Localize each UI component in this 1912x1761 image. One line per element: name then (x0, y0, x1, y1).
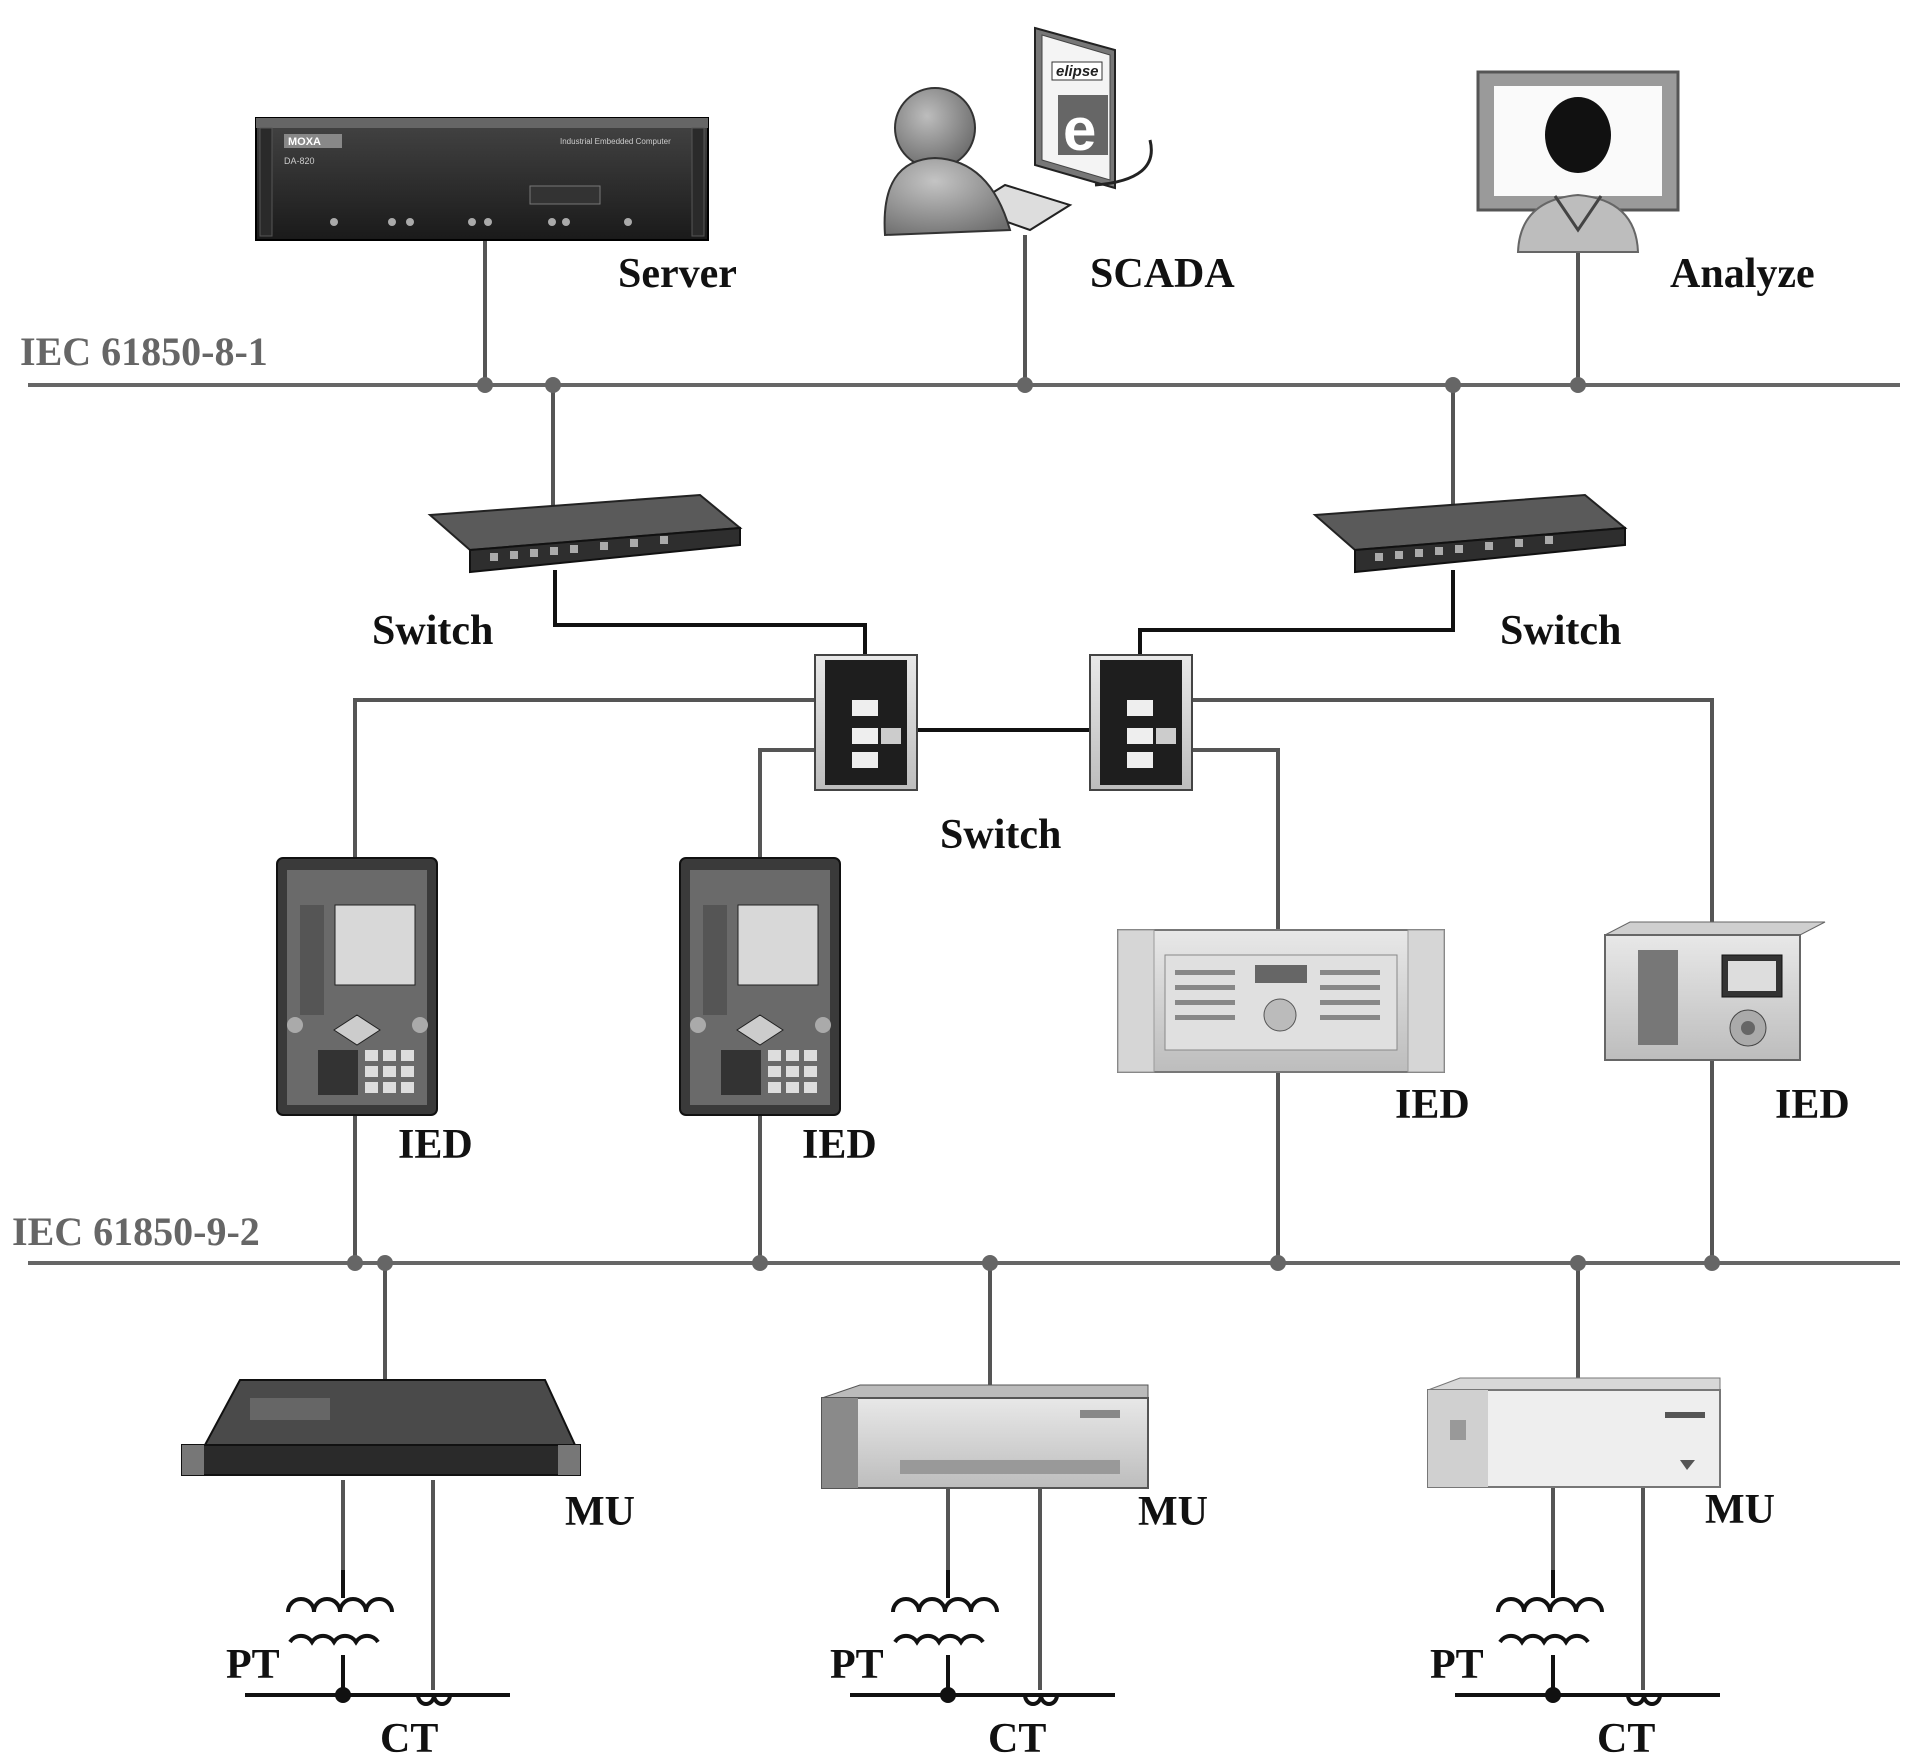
bus-iec-61850-8-1: IEC 61850-8-1 (20, 329, 1900, 387)
potential-transformer-icon (1496, 1570, 1604, 1695)
analyze-device: Analyze (1476, 70, 1815, 297)
pt-ct-group-3: PT CT (1430, 1570, 1720, 1761)
ied-2-device: IED (679, 857, 877, 1168)
ct-1-label: CT (380, 1716, 438, 1761)
protection-relay-icon (1117, 929, 1445, 1073)
ct-2-label: CT (988, 1716, 1046, 1761)
switch-left-label: Switch (372, 608, 493, 654)
connection-wires (341, 235, 1714, 1690)
potential-transformer-icon (891, 1570, 999, 1695)
protection-relay-icon (679, 857, 841, 1116)
scada-software-letter: e (1063, 96, 1096, 163)
potential-transformer-icon (286, 1570, 394, 1695)
network-switch-icon (814, 654, 918, 791)
rack-server-icon: MOXA DA-820 Industrial Embedded Computer (255, 117, 709, 241)
ied-1-label: IED (398, 1122, 473, 1168)
network-switch-icon (427, 493, 743, 574)
network-switch-icon (1089, 654, 1193, 791)
monitor-user-icon (1476, 70, 1680, 253)
switch-left-device: Switch (372, 493, 743, 654)
mu-1-device: MU (181, 1379, 635, 1535)
scada-software-name: elipse (1056, 63, 1099, 80)
protection-relay-icon (276, 857, 438, 1116)
mu-2-label: MU (1138, 1489, 1208, 1535)
switch-center-label: Switch (940, 812, 1061, 858)
scada-label: SCADA (1090, 251, 1235, 297)
pt-ct-group-1: PT CT (226, 1570, 510, 1761)
ied-3-device: IED (1117, 929, 1470, 1128)
server-model: DA-820 (284, 156, 315, 166)
mu-1-label: MU (565, 1489, 635, 1535)
bus-top-label: IEC 61850-8-1 (20, 329, 268, 374)
pt-1-label: PT (226, 1642, 280, 1688)
server-caption: Industrial Embedded Computer (560, 137, 671, 146)
current-transformer-icon (416, 1694, 452, 1706)
scada-device: elipse e SCADA (883, 26, 1235, 297)
mu-3-device: MU (1427, 1377, 1775, 1533)
server-brand: MOXA (288, 136, 321, 148)
mu-3-label: MU (1705, 1487, 1775, 1533)
bus-junction-nodes (347, 377, 1720, 1271)
switch-right-label: Switch (1500, 608, 1621, 654)
server-label: Server (618, 251, 737, 297)
merging-unit-icon (181, 1379, 581, 1476)
ct-3-label: CT (1597, 1716, 1655, 1761)
pt-3-label: PT (1430, 1642, 1484, 1688)
ied-2-label: IED (802, 1122, 877, 1168)
ied-4-label: IED (1775, 1082, 1850, 1128)
merging-unit-icon (1427, 1377, 1721, 1488)
pt-ct-group-2: PT CT (830, 1570, 1115, 1761)
server-device: MOXA DA-820 Industrial Embedded Computer… (255, 117, 737, 297)
pt-2-label: PT (830, 1642, 884, 1688)
switch-right-device: Switch (1312, 493, 1628, 654)
network-switch-icon (1312, 493, 1628, 574)
ied-1-device: IED (276, 857, 473, 1168)
protection-relay-icon (1604, 921, 1826, 1061)
ied-3-label: IED (1395, 1082, 1470, 1128)
current-transformer-icon (1626, 1694, 1662, 1706)
bus-iec-61850-9-2: IEC 61850-9-2 (12, 1209, 1900, 1265)
user-with-ellipse-software-icon: elipse e (883, 26, 1153, 237)
analyze-label: Analyze (1670, 251, 1815, 297)
current-transformer-icon (1023, 1694, 1059, 1706)
ied-4-device: IED (1604, 921, 1850, 1128)
merging-unit-icon (821, 1384, 1149, 1489)
mu-2-device: MU (821, 1384, 1208, 1535)
switch-center-device: Switch (814, 654, 1193, 858)
bus-bottom-label: IEC 61850-9-2 (12, 1209, 260, 1254)
